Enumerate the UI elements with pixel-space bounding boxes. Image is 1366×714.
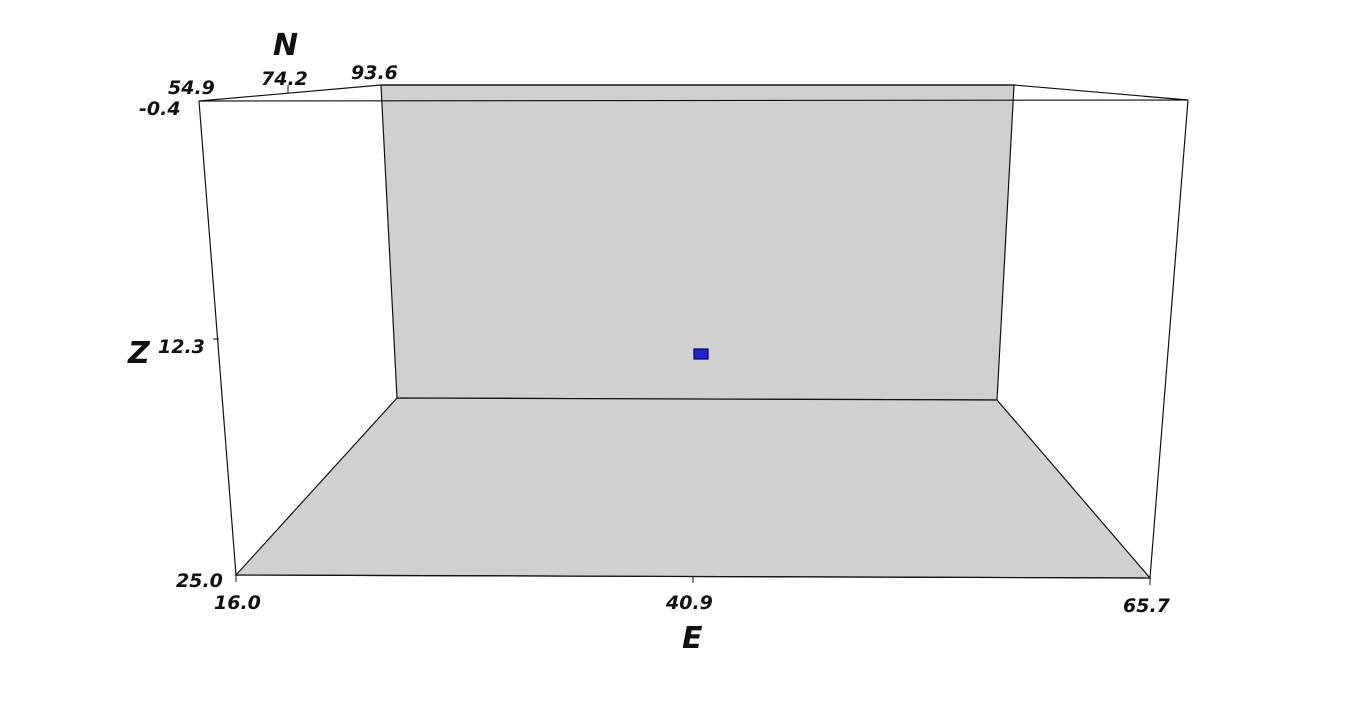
tick-label-n-2: 93.6 bbox=[351, 62, 398, 84]
tick-label-z-1: 12.3 bbox=[158, 336, 205, 358]
tick-label-z-0: -0.4 bbox=[139, 98, 181, 120]
tick-label-n-0: 54.9 bbox=[168, 77, 215, 99]
axis-title-n: N bbox=[273, 28, 298, 63]
floor-panel bbox=[234, 397, 1152, 579]
data-point-marker[interactable] bbox=[693, 348, 709, 360]
tick-label-e-0: 16.0 bbox=[214, 592, 261, 614]
tick-label-n-1: 74.2 bbox=[261, 68, 308, 90]
tick-label-e-1: 40.9 bbox=[665, 592, 713, 614]
tick-marks bbox=[213, 85, 1151, 585]
axis-title-z: Z bbox=[127, 336, 151, 371]
axis-title-e: E bbox=[682, 621, 703, 656]
tick-label-z-2: 25.0 bbox=[176, 570, 223, 592]
tick-label-e-2: 65.7 bbox=[1123, 595, 1171, 617]
